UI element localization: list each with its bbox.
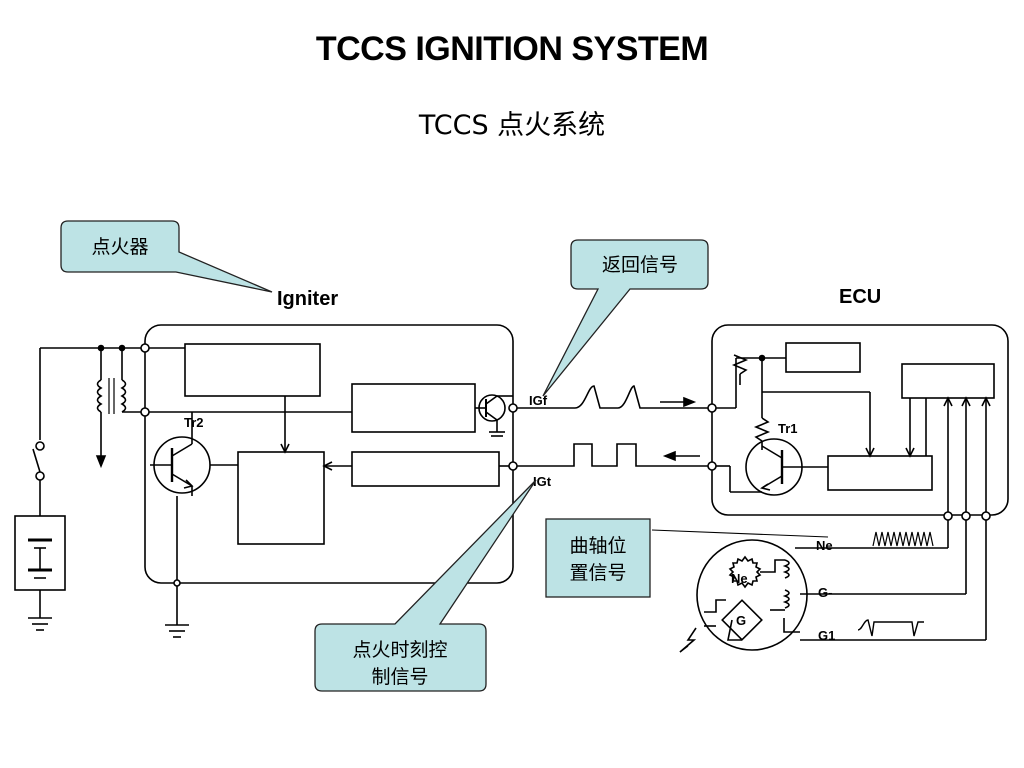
igf-circuit-block — [351, 383, 476, 433]
callout-timing-text-line2: 制信号 — [371, 666, 428, 688]
dwell-control-block — [237, 451, 325, 545]
ecu-module — [707, 324, 1009, 521]
crank-callout-leader — [651, 529, 829, 538]
callout-timing-text-line1: 点火时刻控 — [352, 639, 447, 661]
spark-icon — [679, 627, 697, 653]
battery-icon — [14, 515, 66, 591]
slide-subtitle: TCCS 点火系统 — [418, 110, 606, 141]
ne-label: Ne — [816, 538, 833, 553]
ignition-coil-icon — [95, 344, 145, 469]
ignition-switch-icon — [32, 441, 45, 481]
ecu-block-power — [785, 342, 861, 373]
g1-label: G1 — [818, 628, 835, 643]
tr1-label: Tr1 — [778, 421, 798, 436]
ecu-backup-block — [827, 455, 933, 491]
igt-input-block — [351, 451, 500, 487]
callout-crank-text-line1: 曲轴位 — [569, 535, 626, 557]
g-rotor-icon — [721, 599, 763, 641]
ecu-label: ECU — [839, 286, 881, 308]
callout-igniter-text: 点火器 — [91, 236, 148, 258]
g1-waveform — [857, 619, 924, 637]
ne-rotor-label: Ne — [731, 571, 748, 586]
ne-waveform — [872, 531, 934, 547]
g-rotor-label: G — [736, 613, 746, 628]
crank-sensor-distributor — [696, 520, 987, 651]
g-minus-label: G- — [818, 585, 832, 600]
callout-feedback-text: 返回信号 — [602, 254, 678, 276]
igniter-module — [140, 324, 518, 638]
igf-signal-line — [517, 385, 712, 409]
igniter-circuit-block-top — [184, 343, 321, 397]
tr2-label: Tr2 — [184, 415, 204, 430]
igt-label: IGt — [533, 474, 552, 489]
callout-feedback: 返回信号 — [542, 239, 709, 397]
callout-igniter: 点火器 — [60, 220, 273, 293]
battery-circuit — [14, 347, 145, 631]
igt-signal-line — [517, 443, 712, 467]
igf-output-transistor-icon — [475, 394, 513, 437]
igniter-ground-icon — [165, 624, 189, 638]
ground-icon — [28, 617, 52, 631]
igniter-label: Igniter — [277, 288, 338, 310]
ecu-cpu-block — [901, 363, 995, 399]
callout-crank-text-line2: 置信号 — [569, 562, 626, 584]
igf-label: IGf — [529, 393, 548, 408]
ne-rotor-icon — [728, 555, 762, 589]
callout-crank-position: 曲轴位 置信号 — [545, 518, 651, 598]
tr2-transistor-icon — [150, 412, 238, 496]
callout-ignition-timing: 点火时刻控 制信号 — [314, 479, 537, 692]
tr1-transistor-icon — [745, 438, 828, 496]
slide-title: TCCS IGNITION SYSTEM — [315, 30, 709, 68]
